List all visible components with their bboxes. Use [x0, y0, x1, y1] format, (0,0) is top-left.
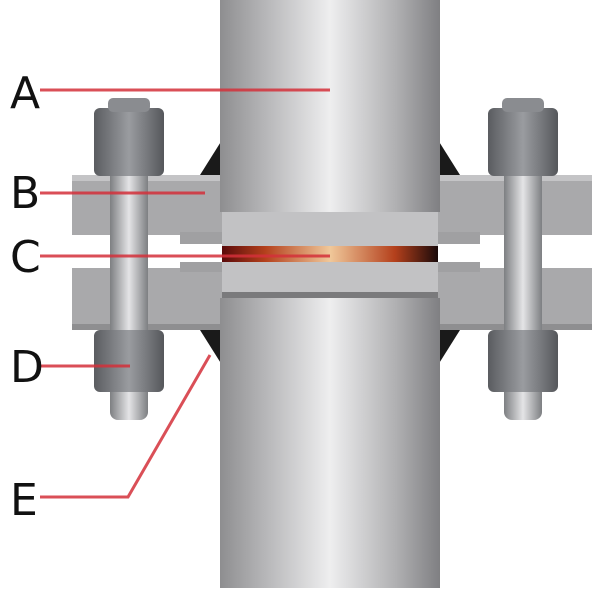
leader-line-e: [40, 354, 212, 499]
weld-upper-left: [200, 140, 222, 175]
gasket: [222, 246, 438, 262]
weld-upper-right: [438, 140, 460, 175]
label-b: B: [10, 168, 40, 219]
label-c: C: [10, 232, 41, 283]
lower-pipe: [220, 298, 440, 588]
right-bolt: [488, 98, 558, 420]
upper-ring: [222, 212, 438, 246]
weld-lower-left: [200, 330, 222, 365]
upper-pipe: [220, 0, 440, 212]
left-bolt: [94, 98, 164, 420]
label-a: A: [10, 68, 40, 119]
label-e: E: [10, 475, 38, 526]
weld-lower-right: [438, 330, 460, 365]
label-d: D: [10, 342, 44, 393]
